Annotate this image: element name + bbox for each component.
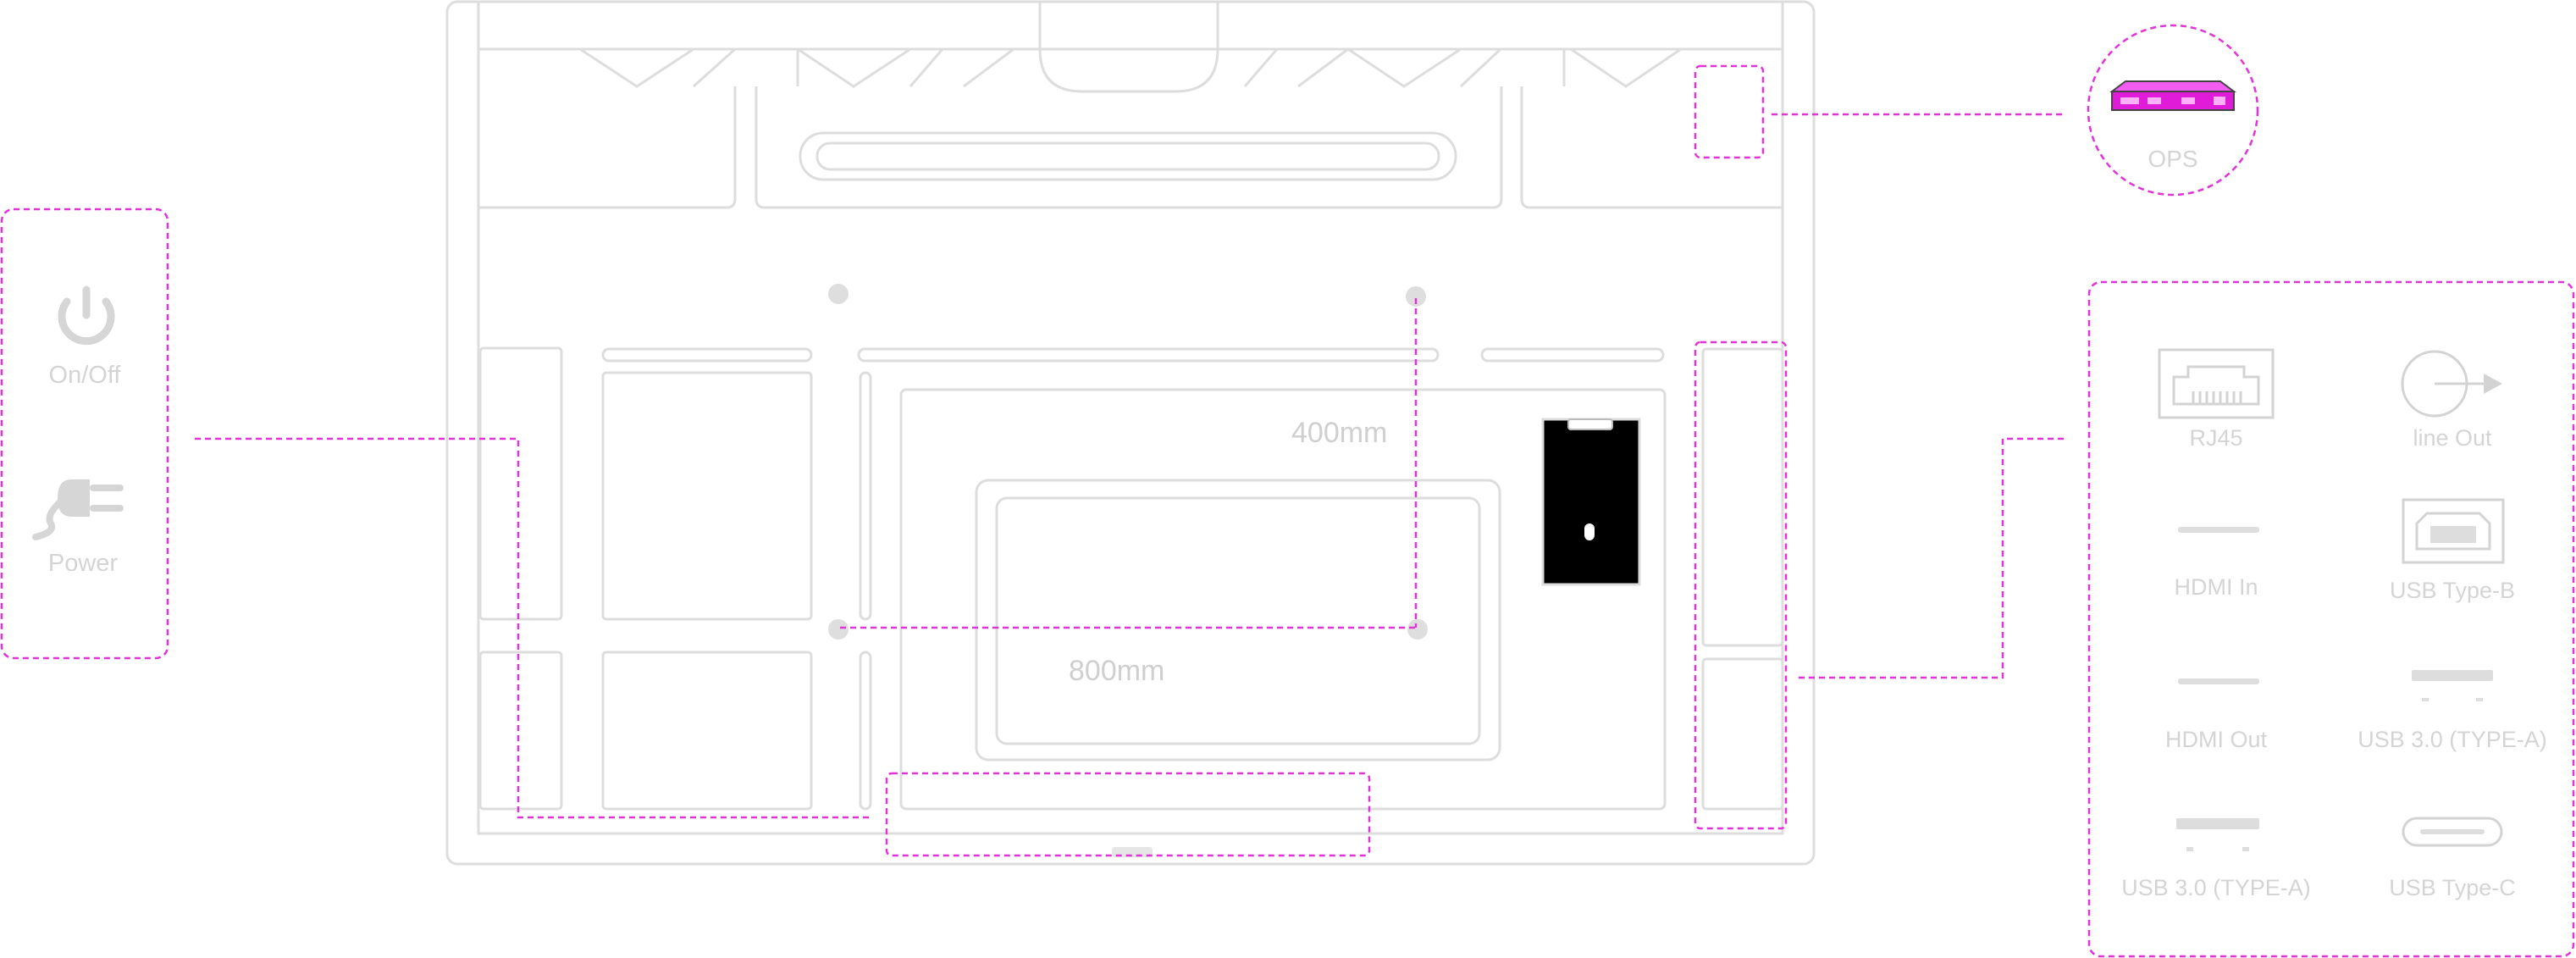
right-ports-highlight (1694, 341, 1788, 830)
ops-label: OPS (2148, 146, 2197, 172)
vesa-mount-holes (828, 284, 1428, 640)
usb-type-b-icon (2402, 498, 2505, 564)
on-off-label: On/Off (49, 362, 122, 389)
vesa-hole (828, 619, 849, 640)
vesa-hole (1407, 619, 1428, 640)
vesa-hole (828, 284, 849, 304)
power-button-icon (58, 285, 115, 346)
left-panel-frame (0, 208, 169, 660)
power-plug-icon (32, 479, 124, 540)
ops-callout: OPS (2109, 80, 2236, 172)
ops-slot-highlight (1694, 64, 1765, 159)
ports-panel-frame (2087, 280, 2575, 958)
usb-type-c-label: USB Type-C (2389, 875, 2516, 900)
left-panel: On/Off Power (32, 285, 124, 577)
line-out-icon (2401, 350, 2502, 418)
highlight-callouts (0, 24, 2575, 958)
usb-type-a-icon (2412, 670, 2493, 701)
ops-module-icon (2109, 80, 2236, 111)
hdmi-out-icon (2178, 678, 2259, 684)
usb-3-type-a-label: USB 3.0 (TYPE-A) (2358, 727, 2547, 752)
rj45-label: RJ45 (2189, 425, 2242, 451)
vesa-vertical-dimension: 400mm (1291, 417, 1387, 449)
usb-type-b-label: USB Type-B (2390, 578, 2515, 603)
power-label: Power (48, 550, 119, 577)
power-leader-line (195, 437, 872, 819)
usb-type-a-icon (2176, 818, 2259, 851)
rj45-icon (2158, 348, 2275, 419)
vesa-hole (1406, 286, 1426, 307)
hdmi-in-label: HDMI In (2174, 574, 2258, 600)
ports-leader-line (1795, 437, 2064, 679)
black-module (1541, 418, 1641, 586)
usb-type-c-icon (2402, 817, 2503, 847)
display-rear-panel (445, 0, 1816, 866)
hdmi-in-icon (2178, 527, 2259, 533)
ops-callout-circle (2087, 24, 2259, 197)
vesa-horizontal-dimension: 800mm (1069, 655, 1164, 687)
hdmi-out-label: HDMI Out (2165, 727, 2268, 752)
usb-3-type-a-label: USB 3.0 (TYPE-A) (2121, 875, 2311, 900)
ports-panel: RJ45 line Out HDMI In USB Type-B HDMI Ou… (2121, 348, 2547, 900)
line-out-label: line Out (2413, 425, 2492, 451)
power-area-highlight (885, 772, 1371, 857)
